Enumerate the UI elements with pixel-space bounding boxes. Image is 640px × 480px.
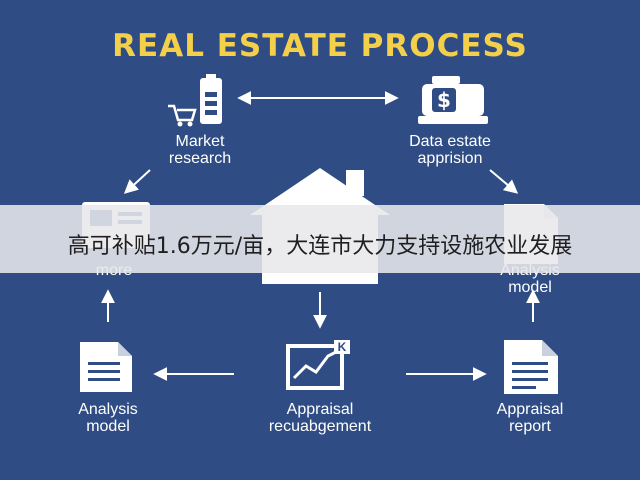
label-market-research: Market research xyxy=(168,133,232,167)
svg-text:$: $ xyxy=(437,88,451,112)
caption-banner-text: 高可补贴1.6万元/亩，大连市大力支持设施农业发展 xyxy=(67,234,573,259)
shopping-cart-icon xyxy=(168,104,197,127)
label-appraisal-management: Appraisal recuabgement xyxy=(268,401,372,435)
label-appraisal-report: Appraisal report xyxy=(496,401,564,435)
flow-arrows xyxy=(101,91,540,381)
label-analysis-model-left: Analysis model xyxy=(78,401,138,435)
battery-icon xyxy=(200,74,222,124)
analysis-document-icon xyxy=(80,342,132,392)
chart-badge-label: K xyxy=(337,340,347,354)
line-chart-icon xyxy=(286,340,350,390)
diagram-title: REAL ESTATE PROCESS xyxy=(112,28,528,64)
label-data-estate: Data estate apprision xyxy=(409,133,491,167)
arrow-market-to-left xyxy=(123,169,151,194)
report-document-icon xyxy=(504,340,558,394)
caption-banner xyxy=(0,205,640,273)
arrow-data-to-right xyxy=(489,169,519,194)
cash-register-icon: $ xyxy=(418,76,488,124)
